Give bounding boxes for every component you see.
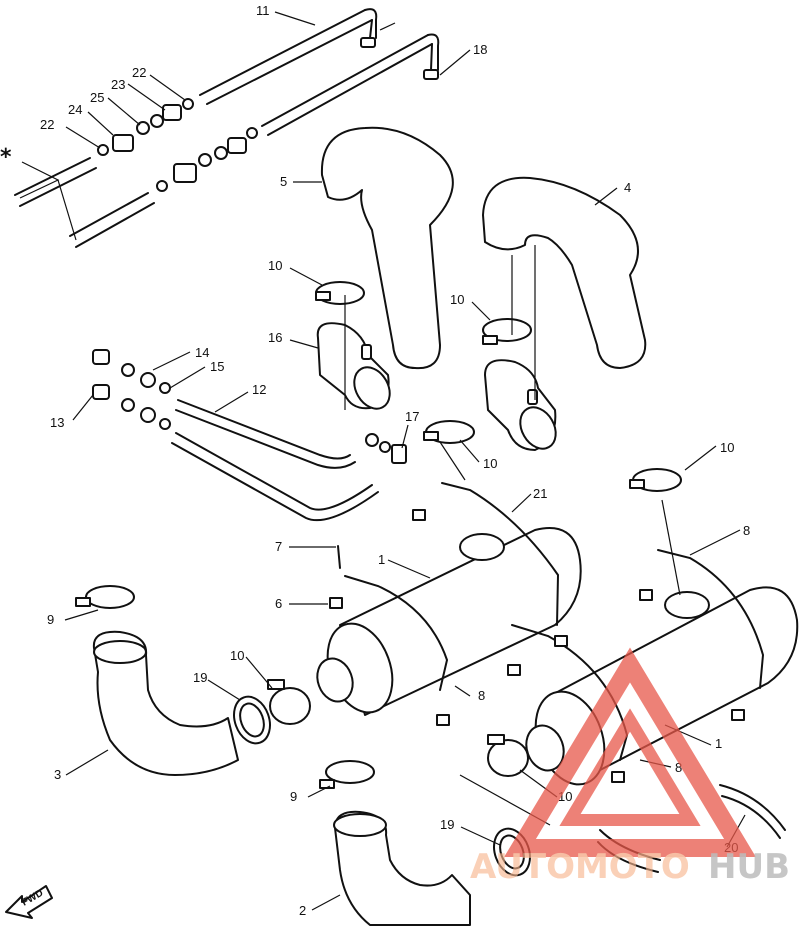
- hose-clamp-upper-left: [315, 281, 365, 305]
- callout-12: 12: [252, 382, 266, 397]
- muffler-straps: [344, 482, 765, 761]
- callout-24: 24: [68, 102, 82, 117]
- callout-10-e: 10: [230, 648, 244, 663]
- callout-3: 3: [54, 767, 61, 782]
- fitting-17: [365, 433, 407, 464]
- callout-23: 23: [111, 77, 125, 92]
- elbow-right: [484, 359, 557, 451]
- callout-22-lower: 22: [40, 117, 54, 132]
- exhaust-pipe-2: [333, 810, 471, 926]
- callout-10-a: 10: [268, 258, 282, 273]
- callout-10-d: 10: [720, 440, 734, 455]
- clamp-9-left: [75, 585, 135, 609]
- callout-25: 25: [90, 90, 104, 105]
- star-mark: *: [0, 145, 12, 170]
- elbow-16: [316, 322, 391, 410]
- callout-10-c: 10: [483, 456, 497, 471]
- callout-22-upper: 22: [132, 65, 146, 80]
- exhaust-pipe-3: [92, 630, 239, 776]
- callout-8-c: 8: [675, 760, 682, 775]
- hose-clamp-front-left: [267, 679, 311, 725]
- callout-5: 5: [280, 174, 287, 189]
- fittings-group-left: [92, 349, 171, 430]
- callout-13: 13: [50, 415, 64, 430]
- callout-18: 18: [473, 42, 487, 57]
- callout-14: 14: [195, 345, 209, 360]
- callout-17: 17: [405, 409, 419, 424]
- automotohub-watermark: AUTOMOTO HUB: [470, 647, 790, 887]
- exhaust-pipe-5: [320, 126, 454, 370]
- hose-clamp-right: [629, 468, 682, 492]
- small-clips: [329, 509, 745, 783]
- callout-7: 7: [275, 539, 282, 554]
- exhaust-pipe-4: [482, 176, 647, 369]
- callout-15: 15: [210, 359, 224, 374]
- callout-9-b: 9: [290, 789, 297, 804]
- callout-1-a: 1: [378, 552, 385, 567]
- hose-12: [171, 399, 379, 522]
- callout-19-b: 19: [440, 817, 454, 832]
- leader-lines: [19, 11, 746, 911]
- hose-clamp-upper-right: [482, 318, 532, 345]
- muffler-right: [525, 586, 799, 786]
- callout-19-a: 19: [193, 670, 207, 685]
- callout-labels: 11 18 22 23 25 24 22 * 5 4 10 10 16 14 1…: [0, 3, 750, 918]
- seal-19-left: [233, 695, 271, 745]
- clamp-9-lower: [319, 760, 375, 789]
- callout-21: 21: [533, 486, 547, 501]
- callout-8-a: 8: [743, 523, 750, 538]
- muffler-left: [316, 527, 582, 716]
- callout-1-b: 1: [715, 736, 722, 751]
- callout-16: 16: [268, 330, 282, 345]
- callout-11: 11: [256, 3, 270, 18]
- callout-8-b: 8: [478, 688, 485, 703]
- watermark-text-hub: HUB: [708, 847, 790, 887]
- callout-2: 2: [299, 903, 306, 918]
- callout-6: 6: [275, 596, 282, 611]
- fwd-arrow-icon: FWD: [5, 885, 53, 919]
- callout-10-b: 10: [450, 292, 464, 307]
- callout-9-a: 9: [47, 612, 54, 627]
- hose-clamp-center: [423, 420, 475, 444]
- watermark-text-automoto: AUTOMOTO: [470, 847, 690, 887]
- callout-4: 4: [624, 180, 631, 195]
- hose-clamp-front-right: [487, 734, 529, 777]
